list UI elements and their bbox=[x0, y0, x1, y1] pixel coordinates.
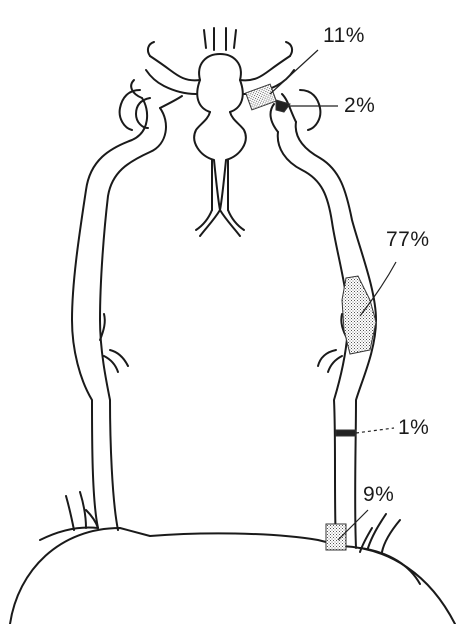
leader-77 bbox=[360, 262, 396, 316]
label-mid-large: 77% bbox=[386, 228, 430, 252]
left-carotid-outer bbox=[72, 98, 147, 528]
label-bottom: 9% bbox=[363, 483, 394, 507]
right-mid-branch-3 bbox=[328, 356, 342, 372]
top-right-arm bbox=[240, 56, 290, 80]
top-left-arm bbox=[150, 56, 200, 80]
right-lower-branch-2 bbox=[382, 520, 400, 552]
leader-1 bbox=[356, 428, 394, 433]
label-top-upper: 11% bbox=[323, 24, 365, 48]
left-lower-branch bbox=[66, 496, 74, 530]
label-mid-small: 1% bbox=[398, 416, 429, 440]
left-carotid-inner bbox=[100, 108, 166, 530]
basilar-cap bbox=[197, 54, 243, 112]
basilar-fork-l1 bbox=[196, 210, 212, 230]
top-right-arm-3 bbox=[286, 42, 292, 56]
arch-inner-right bbox=[360, 548, 420, 584]
arch-inner-left bbox=[40, 528, 98, 541]
stenosis-markers bbox=[246, 84, 376, 550]
stenosis-mid-small bbox=[336, 430, 356, 436]
right-ica-curve bbox=[300, 90, 320, 130]
top-left-arm-3 bbox=[148, 42, 154, 56]
stenosis-bottom bbox=[326, 524, 346, 550]
basilar-fork-r1 bbox=[228, 210, 244, 230]
top-branch-left bbox=[204, 28, 214, 50]
right-carotid-inner bbox=[278, 132, 348, 546]
top-branch-right bbox=[226, 28, 236, 50]
leader-11 bbox=[270, 50, 318, 94]
top-left-arm-2 bbox=[146, 70, 196, 94]
aortic-arch-outline bbox=[10, 528, 455, 624]
left-mid-branch-3 bbox=[104, 356, 118, 372]
label-top-lower: 2% bbox=[344, 94, 375, 118]
